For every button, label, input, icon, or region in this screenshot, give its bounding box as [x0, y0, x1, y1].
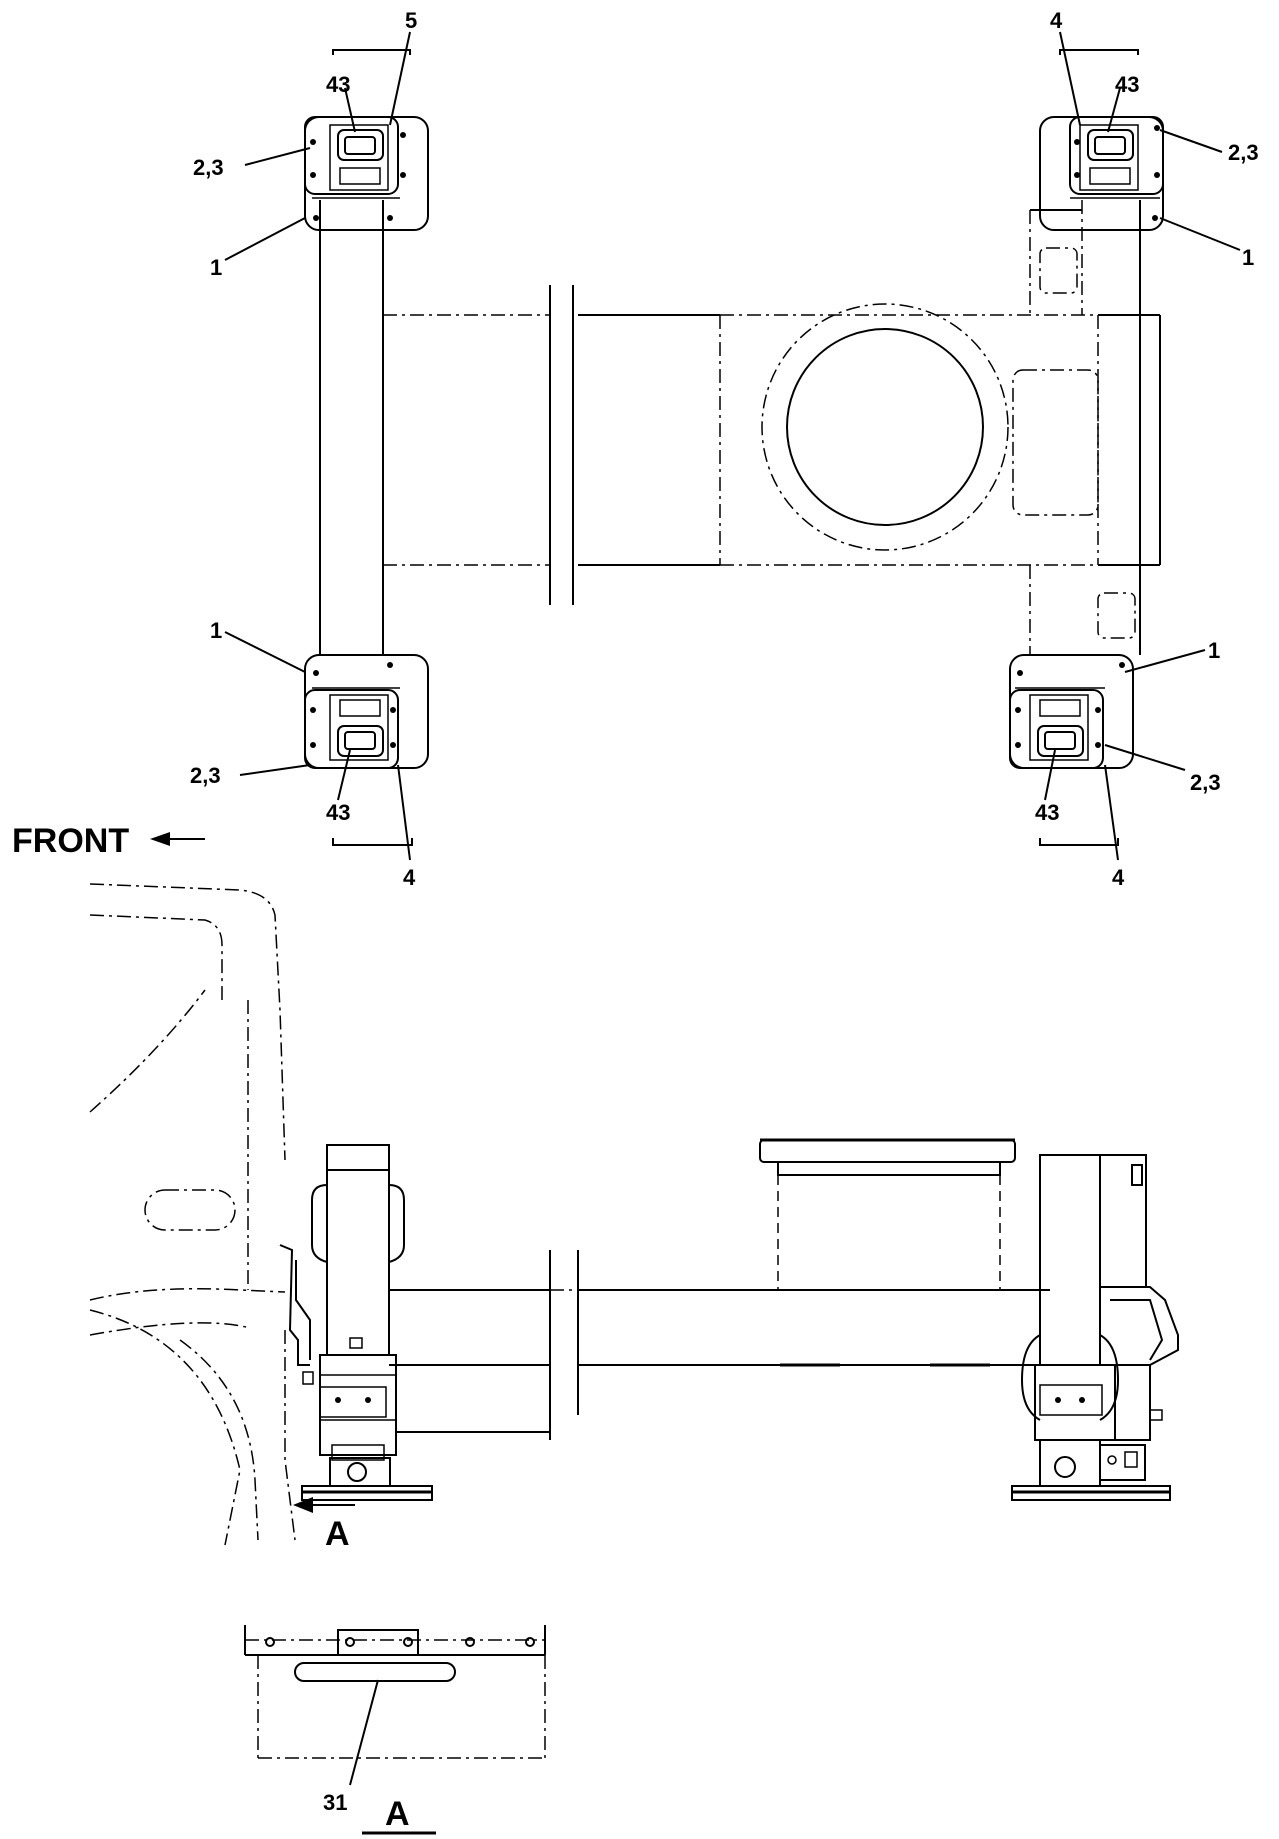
front-arrow-icon: [150, 832, 205, 846]
label-4-bottom-right: 4: [1112, 865, 1125, 890]
label-43-bottom-right: 43: [1035, 800, 1059, 825]
label-43-bottom-left: 43: [326, 800, 350, 825]
side-view: A: [89, 883, 1179, 1553]
label-4-bottom-left: 4: [403, 865, 416, 890]
label-1-front-left: 1: [210, 255, 222, 280]
outrigger-beam-front: [319, 200, 384, 655]
view-a-arrow-icon: [293, 1497, 355, 1513]
label-23-front-left: 2,3: [193, 155, 224, 180]
cab-outline: [89, 883, 296, 1546]
label-5-front-left: 5: [405, 8, 417, 33]
label-43-front-left: 43: [326, 72, 350, 97]
label-23-bottom-right: 2,3: [1190, 770, 1221, 795]
turntable: [761, 303, 1009, 551]
outrigger-beam-rear: [1029, 200, 1141, 655]
label-4-rear-right: 4: [1050, 8, 1063, 33]
leaders: [224, 31, 1241, 861]
view-a-title: A: [385, 1795, 410, 1833]
plan-view: 5 43 2,3 1 4 43 2,3 1 1 2,3 43 4 1 2,3 4…: [12, 8, 1259, 890]
side-frame: [389, 1250, 1050, 1440]
pad-front-left-bottom: [304, 654, 429, 769]
pad-rear-right-bottom: [1009, 654, 1134, 769]
jack-front: [279, 1144, 433, 1501]
label-1-bottom-right: 1: [1208, 638, 1220, 663]
label-31: 31: [323, 1790, 347, 1815]
label-23-rear-right: 2,3: [1228, 140, 1259, 165]
front-label: FRONT: [12, 822, 129, 860]
pad-rear-right-top: [1039, 116, 1164, 231]
label-1-rear-right: 1: [1242, 245, 1254, 270]
label-1-bottom-left: 1: [210, 618, 222, 643]
jack-rear: [1011, 1154, 1179, 1501]
side-turntable: [759, 1138, 1016, 1290]
frame-beam: [383, 285, 1161, 605]
view-a-arrow-label: A: [325, 1515, 350, 1553]
pad-front-left: [304, 116, 429, 231]
label-23-bottom-left: 2,3: [190, 763, 221, 788]
label-43-rear-right: 43: [1115, 72, 1139, 97]
detail-view-a: 31 A: [244, 1625, 546, 1835]
